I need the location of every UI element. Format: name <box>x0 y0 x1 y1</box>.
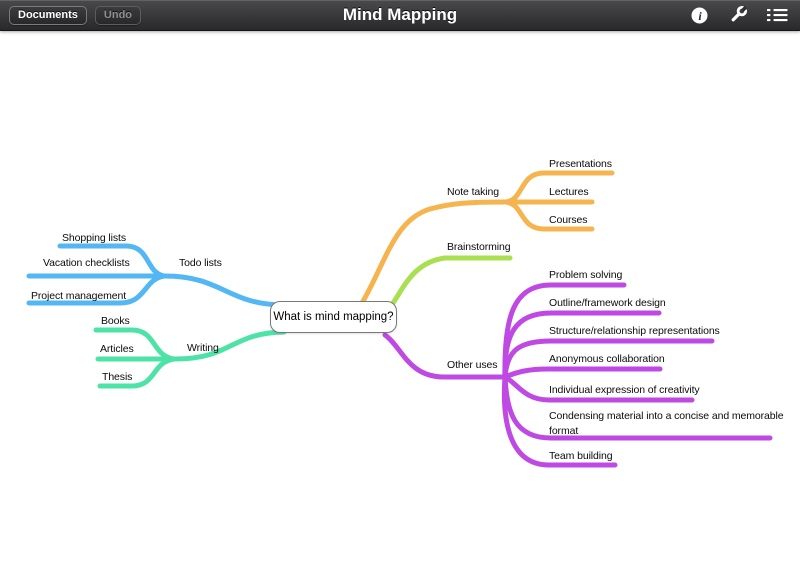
node-todo-lists[interactable]: Todo lists <box>179 257 222 269</box>
node-structure-relationship-representations[interactable]: Structure/relationship representations <box>549 325 720 337</box>
node-articles[interactable]: Articles <box>100 343 134 355</box>
toolbar-left-group: Documents Undo <box>9 0 142 30</box>
node-problem-solving[interactable]: Problem solving <box>549 269 623 281</box>
list-icon[interactable] <box>766 4 788 26</box>
node-outline-framework-design[interactable]: Outline/framework design <box>549 297 666 309</box>
node-thesis[interactable]: Thesis <box>102 371 133 383</box>
node-anonymous-collaboration[interactable]: Anonymous collaboration <box>549 353 665 365</box>
node-lectures[interactable]: Lectures <box>549 186 589 198</box>
node-vacation-checklists[interactable]: Vacation checklists <box>43 257 130 269</box>
node-project-management[interactable]: Project management <box>31 290 127 302</box>
node-note-taking[interactable]: Note taking <box>447 186 500 198</box>
node-presentations[interactable]: Presentations <box>549 158 612 170</box>
toolbar: Documents Undo Mind Mapping i <box>0 0 800 31</box>
node-courses[interactable]: Courses <box>549 214 588 226</box>
documents-button[interactable]: Documents <box>9 5 87 25</box>
svg-text:i: i <box>698 9 702 23</box>
branch-todo-lists-lines <box>26 243 287 308</box>
node-writing[interactable]: Writing <box>187 342 219 354</box>
node-shopping-lists[interactable]: Shopping lists <box>62 232 126 244</box>
center-node[interactable]: What is mind mapping? <box>270 301 397 333</box>
node-condensing-material[interactable]: Condensing material into a concise and m… <box>549 410 784 437</box>
node-individual-expression[interactable]: Individual expression of creativity <box>549 384 700 396</box>
node-team-building[interactable]: Team building <box>549 450 613 462</box>
node-brainstorming[interactable]: Brainstorming <box>447 241 511 253</box>
branch-note-taking-lines <box>359 170 615 306</box>
node-books[interactable]: Books <box>101 315 130 327</box>
branch-brainstorming-lines <box>390 255 513 306</box>
info-icon[interactable]: i <box>688 4 710 26</box>
branch-other-uses-lines <box>382 282 773 468</box>
toolbar-right-group: i <box>688 0 788 30</box>
center-node-label: What is mind mapping? <box>273 311 394 323</box>
node-other-uses[interactable]: Other uses <box>447 359 498 371</box>
branch-writing-lines <box>93 327 287 389</box>
wrench-icon[interactable] <box>727 4 749 26</box>
undo-button[interactable]: Undo <box>94 5 142 25</box>
